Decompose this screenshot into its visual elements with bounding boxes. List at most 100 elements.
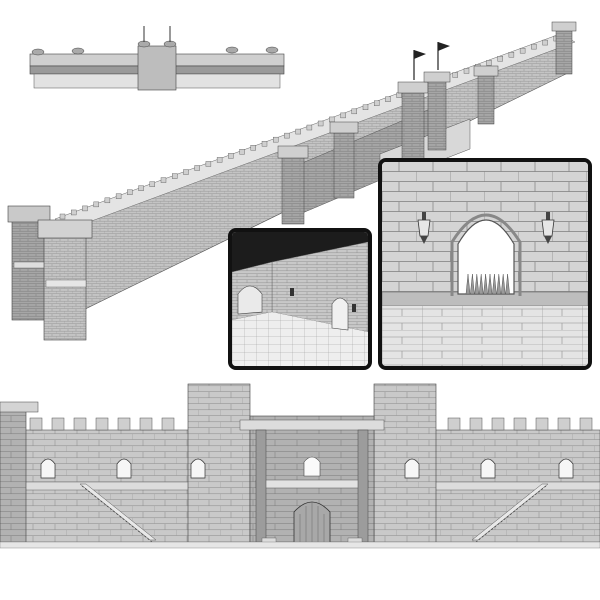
crenel [71, 209, 77, 216]
crenel [340, 112, 346, 119]
staircase-icon [79, 483, 157, 543]
crenel [535, 417, 549, 431]
crenel [29, 417, 43, 431]
arch-window-icon [237, 285, 263, 315]
crenel [497, 56, 503, 62]
spike [474, 273, 480, 295]
courtyard-drawing [232, 232, 368, 366]
crenel [351, 108, 357, 115]
tower [0, 405, 27, 547]
tower [329, 121, 359, 199]
crenel [250, 145, 256, 151]
arch-window-icon [404, 458, 420, 479]
crenel [161, 417, 175, 431]
crenel [183, 169, 189, 175]
crenel [82, 205, 88, 212]
lantern-icon [417, 212, 431, 244]
arch-window-icon [480, 458, 496, 479]
crenel [542, 39, 548, 46]
crenel [139, 417, 153, 431]
spike [470, 273, 475, 295]
crenel [73, 417, 87, 431]
crenel [273, 136, 279, 143]
archway-drawing [382, 162, 588, 366]
crenel [396, 92, 402, 98]
crenel [172, 173, 178, 179]
spike [505, 273, 510, 295]
perspective-wall-drawing [7, 21, 577, 341]
crenel [95, 417, 109, 431]
tower [551, 21, 577, 75]
flag-icon [413, 50, 426, 80]
arch-window-icon [303, 456, 321, 477]
lantern-icon [290, 288, 294, 296]
crenel [374, 100, 380, 106]
crenel [486, 60, 492, 66]
plan-turret [31, 40, 279, 56]
tower [397, 81, 429, 161]
tower [423, 71, 451, 151]
crenel [317, 120, 324, 127]
plan-view-drawing [29, 26, 285, 91]
crenel [115, 193, 122, 199]
crenel [579, 417, 593, 431]
arch-window-icon [558, 458, 574, 479]
crenel [284, 132, 290, 139]
crenel [513, 417, 527, 431]
front-elevation-view [0, 380, 600, 556]
spike [487, 273, 493, 295]
crenel [469, 417, 483, 431]
portcullis-icon [465, 273, 510, 295]
spike [465, 273, 471, 295]
interior-courtyard-detail [228, 228, 372, 370]
top-down-plan-view [26, 24, 288, 96]
crenel [205, 161, 212, 167]
crenel [452, 72, 458, 78]
crenel [138, 185, 144, 191]
crenel [531, 43, 537, 50]
flag-icon [437, 42, 450, 70]
spike [492, 273, 497, 295]
perspective-wall-view [0, 14, 600, 344]
crenel [127, 189, 133, 195]
crenel [447, 417, 461, 431]
crenel [519, 47, 526, 54]
crenel [59, 213, 66, 220]
arch-window-icon [190, 458, 206, 479]
lantern-icon [541, 212, 555, 244]
arch-window-icon [116, 458, 132, 479]
crenel [306, 124, 313, 131]
archway-lantern-detail [378, 158, 592, 370]
crenel [385, 96, 391, 102]
crenel [216, 157, 223, 163]
lantern-icon [352, 304, 356, 312]
staircase-icon [471, 483, 549, 543]
arch-window-icon [331, 297, 349, 331]
crenel [160, 177, 167, 183]
tower [473, 65, 499, 125]
arch-window-icon [40, 458, 56, 479]
crenel [557, 417, 571, 431]
crenel [463, 68, 470, 74]
spike [483, 273, 488, 295]
crenel [51, 417, 65, 431]
crenel [295, 128, 301, 135]
crenel [104, 197, 111, 204]
crenel [239, 149, 245, 155]
crenel [117, 417, 131, 431]
crenel [491, 417, 505, 431]
spike [496, 273, 502, 295]
crenel [93, 201, 99, 208]
crenel [261, 140, 268, 147]
crenel [194, 165, 200, 171]
spike [500, 273, 506, 295]
crenel [362, 104, 369, 111]
crenel [149, 181, 155, 187]
spike [478, 273, 484, 295]
tower [37, 219, 93, 341]
crenel [228, 153, 234, 159]
crenel [329, 116, 335, 123]
front-elevation-drawing [0, 383, 600, 549]
crenel [508, 52, 515, 58]
tower [277, 145, 309, 225]
